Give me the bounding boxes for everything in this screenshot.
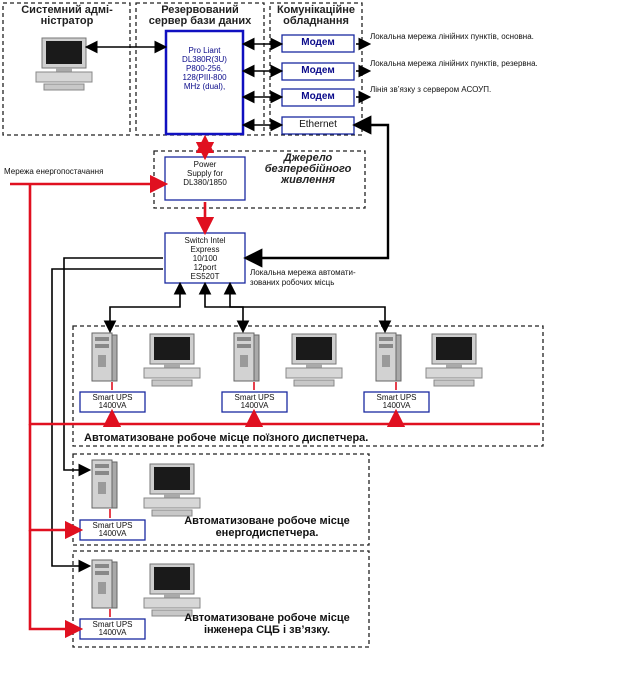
- workstation-tower-icon: [91, 559, 118, 609]
- ups-source-label: Джерело безперебійного живлення: [264, 152, 352, 186]
- ethernet-label: Ethernet: [299, 119, 337, 130]
- workstation-monitor-icon: [425, 333, 483, 387]
- scb-engineer-label: Автоматизоване робоче місце інженера СЦБ…: [184, 612, 350, 636]
- switch-ws5-link: [51, 268, 163, 573]
- energy-dispatcher-label: Автоматизоване робоче місце енергодиспет…: [184, 515, 350, 539]
- backup-server-header: Резервований сервер бази даних: [148, 4, 252, 27]
- sysadmin-computer-icon: [35, 37, 93, 91]
- ups-label-4: Smart UPS 1400VA: [92, 521, 133, 538]
- modem-1-label: Модем: [301, 37, 335, 48]
- comm-equipment-header: Комунікаційне обладнання: [276, 4, 356, 27]
- ethernet-switch-link: [243, 115, 390, 268]
- power-supply-label: Power Supply for DL380/1850: [183, 160, 227, 187]
- switch-ws4-link: [63, 257, 163, 477]
- workstation-tower-icon: [91, 332, 118, 382]
- ups-label-2: Smart UPS 1400VA: [234, 393, 275, 410]
- ups-label-5: Smart UPS 1400VA: [92, 620, 133, 637]
- workstation-monitor-icon: [143, 563, 201, 617]
- grid-label: Мережа енергопостачання: [4, 167, 104, 176]
- ups-label-3: Smart UPS 1400VA: [376, 393, 417, 410]
- server-label: Pro Liant DL380R(3U) P800-256, 128(PIII-…: [182, 46, 227, 91]
- sysadmin-frame: [2, 2, 131, 136]
- sysadmin-header: Системний адмі- ністратор: [21, 4, 113, 27]
- switch-ws1-link: [103, 281, 187, 334]
- ups5-feed: [28, 530, 84, 639]
- switch-label: Switch Intel Express 10/100 12port ES520…: [184, 236, 226, 281]
- link3-label: Лінія зв’язку з сервером АСОУП.: [370, 85, 492, 94]
- workstation-tower-icon: [375, 332, 402, 382]
- link1-label: Локальна мережа лінійних пунктів, основн…: [370, 32, 534, 41]
- server-box: [164, 29, 245, 136]
- switch-ws3-link: [223, 281, 392, 334]
- energy-dispatcher-frame: [72, 453, 370, 546]
- link2-label: Локальна мережа лінійних пунктів, резерв…: [370, 59, 538, 68]
- lan-label: Локальна мережа автомати- зованих робочи…: [250, 268, 356, 287]
- switch-box: [164, 232, 246, 284]
- grid-bus-main: [28, 184, 540, 426]
- modem-3-label: Модем: [301, 91, 335, 102]
- workstation-monitor-icon: [143, 463, 201, 517]
- train-dispatcher-label: Автоматизоване робоче місце поїзного дис…: [84, 432, 369, 444]
- power-supply-box: [164, 156, 246, 201]
- workstation-monitor-icon: [143, 333, 201, 387]
- ups-label-1: Smart UPS 1400VA: [92, 393, 133, 410]
- ups4-feed: [28, 424, 84, 540]
- scb-engineer-frame: [72, 550, 370, 648]
- workstation-monitor-icon: [285, 333, 343, 387]
- workstation-tower-icon: [233, 332, 260, 382]
- modem-2-label: Модем: [301, 65, 335, 76]
- workstation-tower-icon: [91, 459, 118, 509]
